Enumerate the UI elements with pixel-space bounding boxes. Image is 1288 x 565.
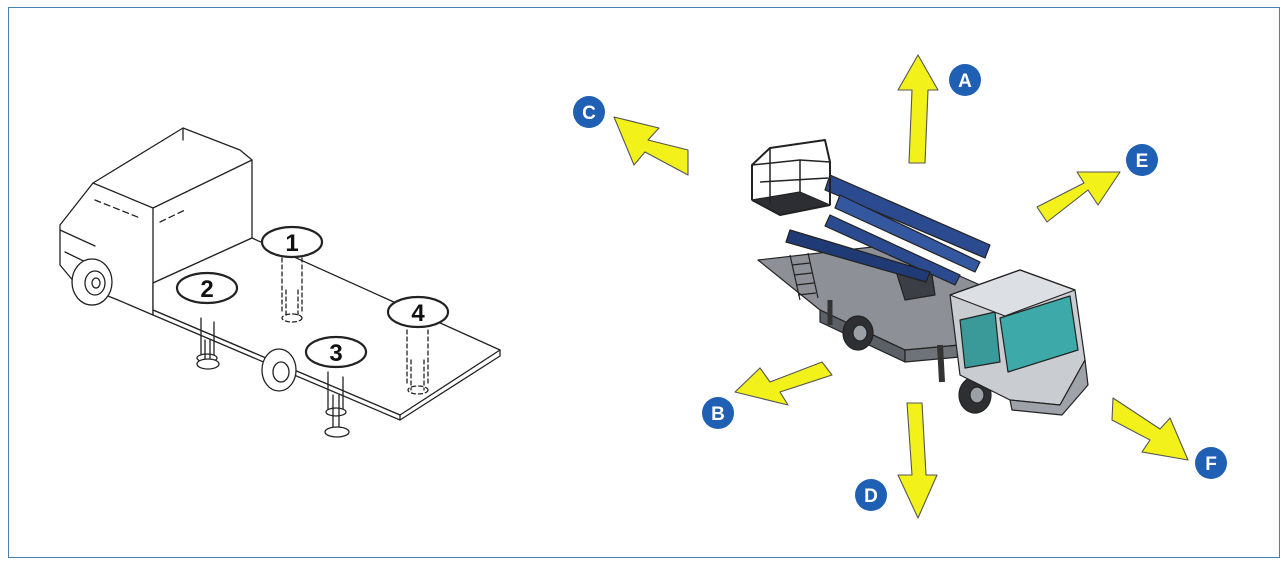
outrigger-number: 1 — [285, 230, 298, 257]
direction-letter: A — [958, 71, 972, 92]
outrigger-label-3: 3 — [304, 335, 368, 369]
outrigger-label-1: 1 — [260, 225, 324, 259]
truck-outline-drawing — [59, 127, 501, 438]
direction-badge-f: F — [1195, 447, 1227, 479]
arrow-down-right-icon — [1111, 397, 1189, 461]
arrow-up-icon — [897, 54, 939, 164]
direction-letter: B — [711, 404, 725, 425]
direction-letter: E — [1136, 151, 1149, 172]
direction-letter: F — [1205, 454, 1217, 475]
direction-letter: C — [582, 103, 596, 124]
arrow-down-icon — [897, 402, 938, 519]
outrigger-label-4: 4 — [386, 295, 450, 329]
outrigger-label-2: 2 — [175, 271, 239, 305]
arrow-up-left-icon — [613, 116, 689, 176]
direction-badge-a: A — [949, 64, 981, 96]
direction-arrows — [613, 54, 1189, 519]
aerial-platform-truck — [751, 139, 1089, 416]
outrigger-number: 2 — [200, 276, 213, 303]
direction-badge-d: D — [855, 479, 887, 511]
direction-badge-b: B — [702, 397, 734, 429]
arrow-down-left-icon — [734, 361, 833, 406]
arrow-up-right-icon — [1036, 171, 1121, 223]
direction-badge-e: E — [1126, 144, 1158, 176]
direction-letter: D — [864, 486, 878, 507]
outrigger-number: 3 — [329, 340, 342, 367]
outrigger-number: 4 — [411, 300, 425, 327]
direction-badge-c: C — [573, 96, 605, 128]
